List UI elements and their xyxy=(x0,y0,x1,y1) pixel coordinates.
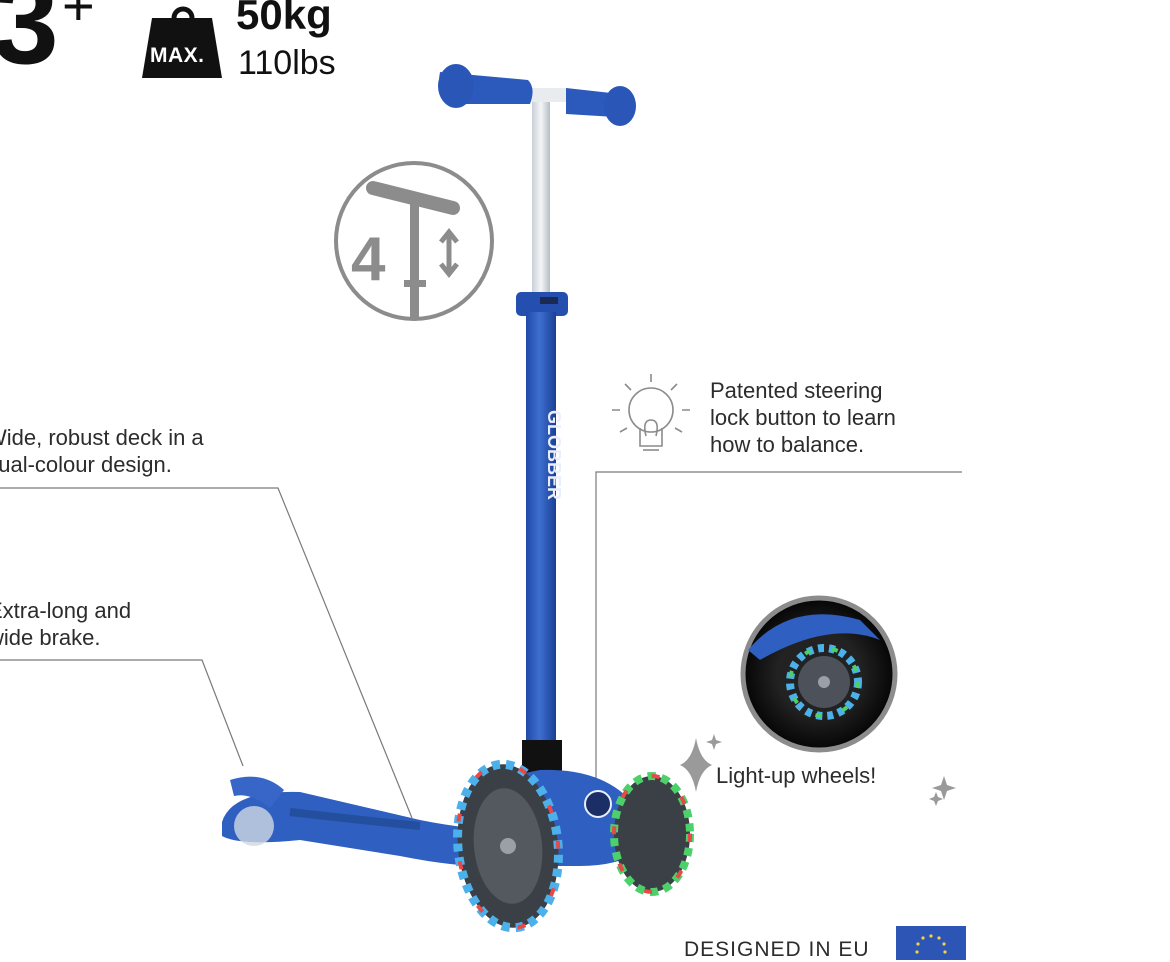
height-adjust-icon: 4 xyxy=(333,160,495,322)
steering-lock-button xyxy=(584,790,612,818)
sparkle-icons xyxy=(680,734,956,806)
wheel-closeup-icon xyxy=(740,595,898,753)
lightbulb-icon xyxy=(612,374,690,451)
height-adjust-count: 4 xyxy=(351,225,386,294)
max-weight-kg: 50kg xyxy=(236,0,332,38)
max-weight-icon: MAX. xyxy=(140,0,224,80)
rear-brake xyxy=(230,776,284,808)
deck-leader-line xyxy=(0,487,413,819)
max-weight-label: MAX. xyxy=(150,44,205,67)
brake-leader-line xyxy=(0,659,244,767)
front-right-wheel xyxy=(610,772,694,896)
age-rating: 3 xyxy=(0,0,59,89)
designed-in-eu-label: DESIGNED IN EU xyxy=(684,938,870,961)
feature-deck: Wide, robust deck in a dual-colour desig… xyxy=(0,425,204,477)
max-weight-lbs: 110lbs xyxy=(238,44,336,82)
feature-steering-lock: Patented steering lock button to learn h… xyxy=(710,378,896,457)
front-left-wheel xyxy=(453,759,563,933)
feature-light-up-wheels: Light-up wheels! xyxy=(716,763,877,788)
steering-leader-line xyxy=(595,471,962,780)
feature-brake: Extra-long and wide brake. xyxy=(0,598,132,650)
stem: GLOBBER xyxy=(516,292,568,750)
eu-flag-icon xyxy=(896,926,966,960)
svg-text:GLOBBER: GLOBBER xyxy=(544,410,564,500)
age-plus-sign: + xyxy=(62,0,95,37)
deck xyxy=(222,776,520,867)
handlebar xyxy=(438,64,636,304)
rear-wheel xyxy=(234,806,274,846)
callout-lines xyxy=(0,471,962,819)
